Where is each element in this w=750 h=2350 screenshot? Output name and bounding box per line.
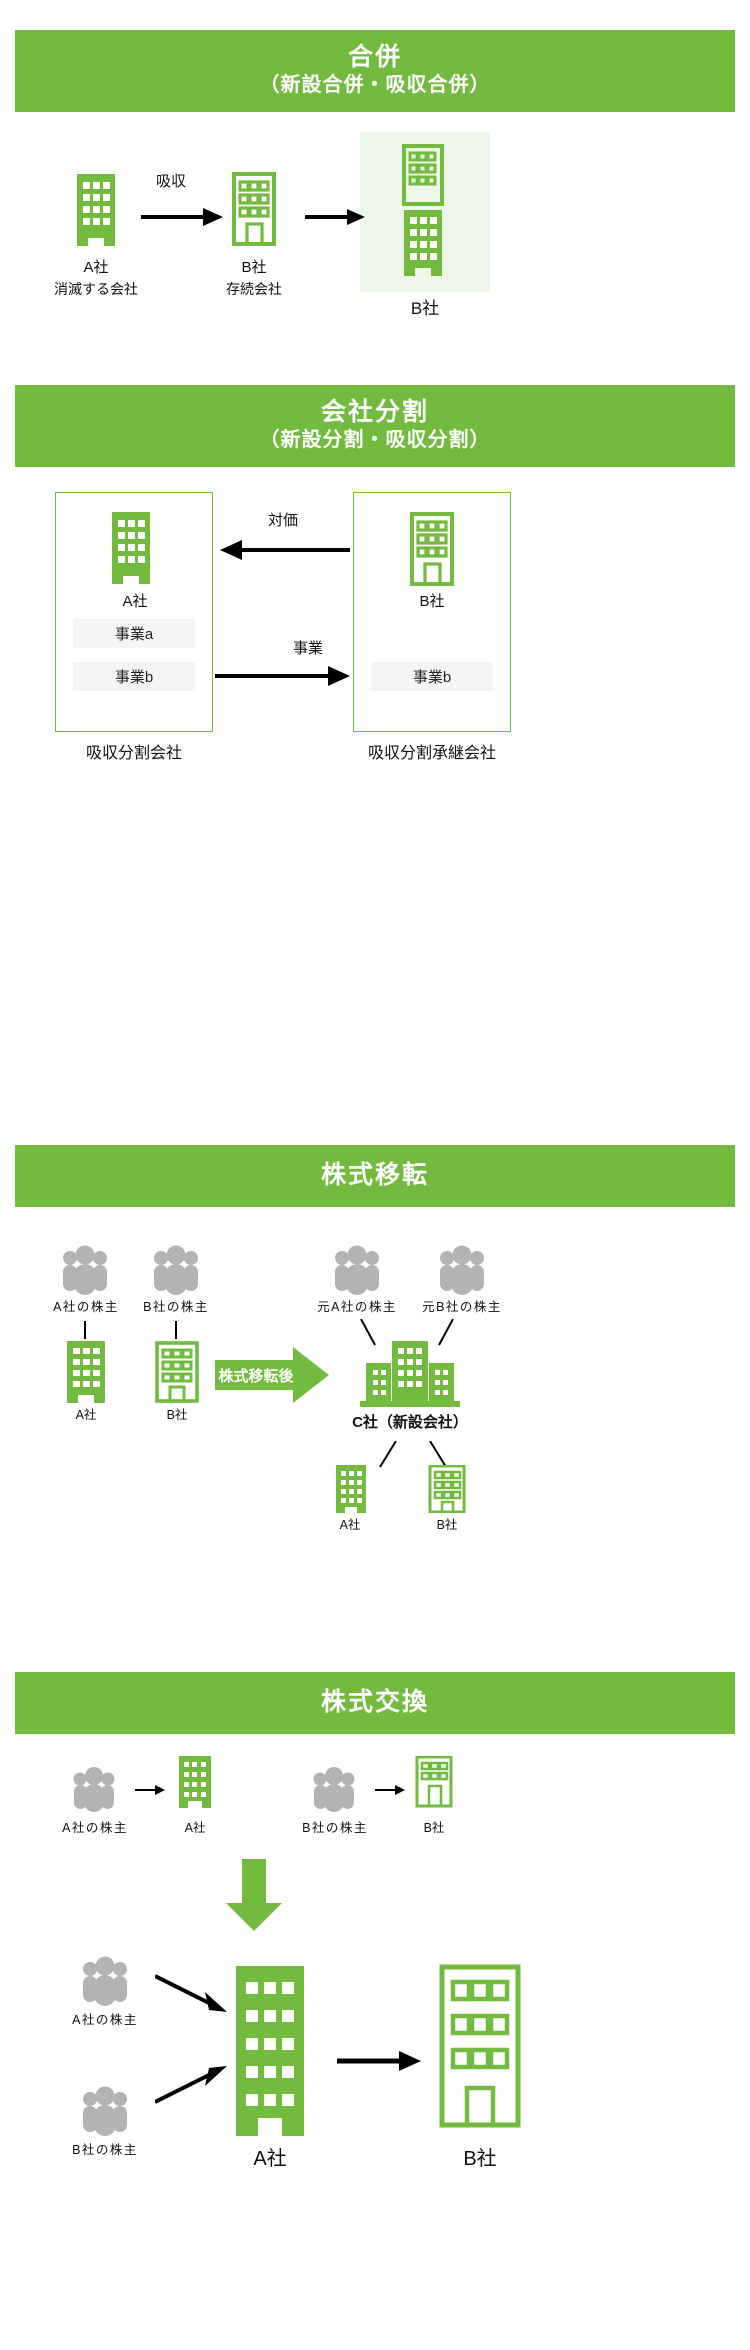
split-building-b-outline [408, 511, 456, 588]
split-business-a: 事業a [73, 618, 195, 648]
section-split-header: 会社分割 （新設分割・吸収分割） [15, 385, 735, 467]
building-a-result-solid [402, 209, 444, 276]
section-transfer-body: A社の株主 A社 [15, 1207, 735, 1627]
people-icon-former-shareholders-a [331, 1245, 383, 1295]
exchange-bottom-label-shareholders-b: B社の株主 [72, 2143, 138, 2157]
section-transfer-header: 株式移転 [15, 1145, 735, 1207]
arrow-right-icon-jigyo [215, 665, 350, 692]
arrow-right-icon-ex-bottom [337, 2049, 421, 2078]
exchange-people-icon-a-top [70, 1766, 118, 1812]
transfer-label-former-shareholders-a: 元A社の株主 [317, 1300, 397, 1314]
people-icon-former-shareholders-b [436, 1245, 488, 1295]
exchange-top-label-company-a: A社 [184, 1821, 206, 1835]
transfer-sub-building-a [334, 1465, 368, 1513]
section-merger-header: 合併 （新設合併・吸収合併） [15, 30, 735, 112]
arrow-diagonal-icon-a [154, 1974, 227, 2019]
building-a-solid [75, 173, 117, 246]
section-transfer-title: 株式移転 [320, 1161, 429, 1189]
connector-line-b [175, 1321, 177, 1339]
transfer-building-a-solid [65, 1341, 107, 1403]
exchange-bottom-building-a [230, 1966, 310, 2136]
split-business-b-right: 事業b [371, 661, 493, 691]
arrow-right-icon-1 [141, 206, 223, 233]
transfer-building-b-outline [154, 1341, 200, 1403]
split-building-a-solid [110, 511, 152, 584]
section-merger: 合併 （新設合併・吸収合併） A [15, 30, 735, 392]
exchange-top-label-company-b: B社 [423, 1821, 445, 1835]
transfer-label-new-company: C社（新設会社） [352, 1414, 468, 1431]
section-share-exchange: 株式交換 A社の株主 [15, 1672, 735, 2334]
building-c-group [356, 1341, 464, 1407]
split-business-b-left: 事業b [73, 661, 195, 691]
arrow-diagonal-icon-b [154, 2064, 227, 2109]
section-merger-body: A社 消滅する会社 吸収 [15, 112, 735, 392]
connector-line-a [84, 1321, 86, 1339]
split-arrow-top-label: 対価 [268, 511, 299, 529]
merger-label-result: B社 [410, 298, 440, 318]
exchange-top-label-shareholders-b: B社の株主 [302, 1821, 368, 1835]
people-icon-shareholders-a [59, 1245, 111, 1295]
exchange-people-icon-a-bottom [79, 1956, 131, 2006]
merger-note-company-a: 消滅する会社 [54, 280, 138, 297]
merger-label-company-a: A社 [83, 258, 109, 276]
section-company-split: 会社分割 （新設分割・吸収分割） A社 [15, 385, 735, 797]
transfer-sub-building-b [428, 1465, 466, 1513]
split-label-company-a: A社 [122, 592, 148, 610]
merger-note-company-b: 存続会社 [226, 280, 282, 297]
transfer-sub-label-b: B社 [436, 1518, 458, 1532]
transition-arrow-shape [215, 1347, 329, 1408]
section-merger-title: 合併 [347, 43, 402, 71]
transfer-sub-label-a: A社 [339, 1518, 361, 1532]
people-icon-shareholders-b [150, 1245, 202, 1295]
building-b-result-outline [400, 143, 446, 206]
exchange-top-building-b [415, 1756, 453, 1808]
section-merger-subtitle: （新設合併・吸収合併） [259, 74, 491, 96]
transfer-label-shareholders-b: B社の株主 [143, 1300, 209, 1314]
down-arrow-icon [224, 1859, 284, 1936]
transfer-label-company-a: A社 [75, 1408, 97, 1422]
section-exchange-body: A社の株主 [15, 1734, 735, 2334]
transfer-label-shareholders-a: A社の株主 [53, 1300, 119, 1314]
split-left-footer: 吸収分割会社 [85, 744, 182, 762]
exchange-people-icon-b-top [310, 1766, 358, 1812]
connector-diagonals-bottom [370, 1440, 460, 1474]
transfer-label-former-shareholders-b: 元B社の株主 [422, 1300, 502, 1314]
section-exchange-title: 株式交換 [320, 1688, 429, 1716]
section-split-body: A社 事業a 事業b 吸収分割会社 B社 事業b 吸収分割 [15, 467, 735, 797]
section-split-subtitle: （新設分割・吸収分割） [259, 429, 491, 451]
exchange-bottom-label-shareholders-a: A社の株主 [72, 2013, 138, 2027]
section-split-title: 会社分割 [320, 398, 429, 426]
section-exchange-header: 株式交換 [15, 1672, 735, 1734]
merger-label-company-b: B社 [241, 258, 267, 276]
arrow-left-icon-taika [220, 539, 350, 566]
section-share-transfer: 株式移転 A社の株主 [15, 1145, 735, 1627]
split-label-company-b: B社 [419, 592, 445, 610]
split-right-panel [353, 491, 511, 732]
split-right-footer: 吸収分割承継会社 [367, 744, 496, 762]
arrow-right-icon-2 [305, 206, 365, 233]
exchange-bottom-building-b [437, 1964, 523, 2134]
exchange-bottom-label-company-b: B社 [463, 2148, 497, 2170]
arrow-right-icon-ex-a [135, 1782, 165, 1803]
building-b-outline [230, 171, 278, 248]
connector-diagonals-top [345, 1318, 475, 1352]
exchange-people-icon-b-bottom [79, 2086, 131, 2136]
exchange-top-label-shareholders-a: A社の株主 [62, 1821, 128, 1835]
merger-arrow1-label: 吸収 [156, 172, 187, 190]
exchange-bottom-label-company-a: A社 [253, 2148, 287, 2170]
transfer-transition-label: 株式移転後 [218, 1367, 294, 1385]
exchange-top-building-a [177, 1756, 213, 1808]
transfer-label-company-b: B社 [166, 1408, 188, 1422]
arrow-right-icon-ex-b [375, 1782, 405, 1803]
split-arrow-bottom-label: 事業 [293, 639, 324, 657]
